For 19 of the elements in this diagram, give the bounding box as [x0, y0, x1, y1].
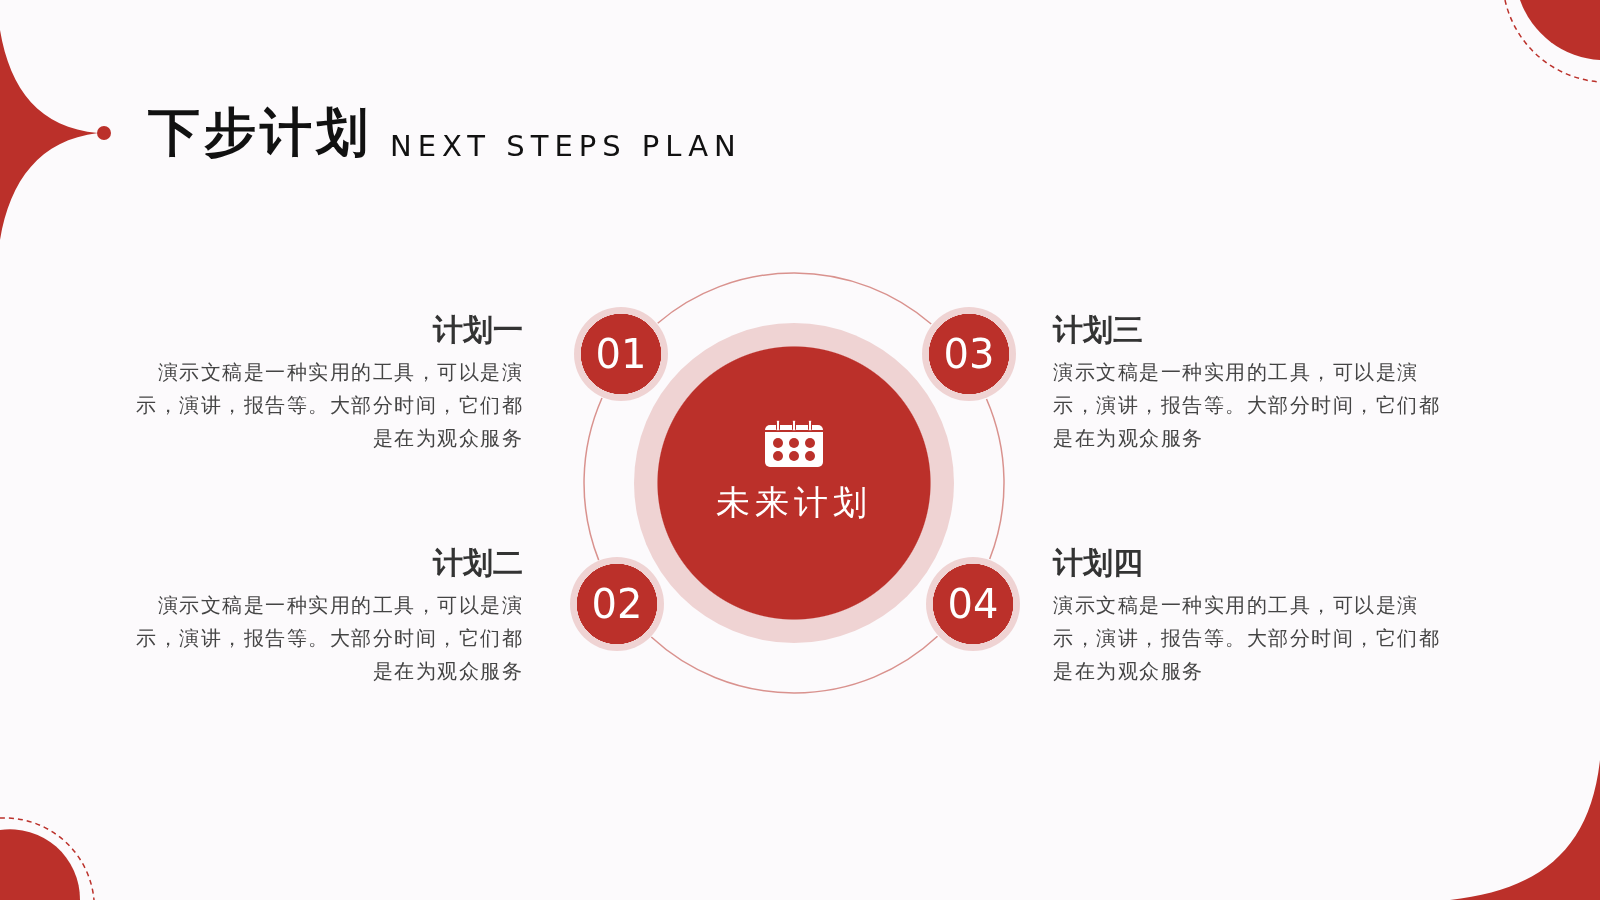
- step-number: 02: [591, 580, 643, 628]
- connector-arc: [650, 635, 939, 694]
- plan-description: 演示文稿是一种实用的工具，可以是演示，演讲，报告等。大部分时间，它们都是在为观众服务: [135, 592, 523, 685]
- plan-heading: 计划四: [1053, 544, 1143, 582]
- title: 下步计划: [148, 101, 372, 164]
- plan-heading: 计划二: [433, 544, 523, 582]
- plan-description: 演示文稿是一种实用的工具，可以是演示，演讲，报告等。大部分时间，它们都是在为观众服务: [1053, 359, 1441, 452]
- plan-heading: 计划一: [433, 311, 523, 349]
- plan-description: 演示文稿是一种实用的工具，可以是演示，演讲，报告等。大部分时间，它们都是在为观众服务: [1053, 592, 1441, 685]
- plan-heading: 计划三: [1053, 311, 1143, 349]
- plan-description: 演示文稿是一种实用的工具，可以是演示，演讲，报告等。大部分时间，它们都是在为观众服务: [135, 359, 523, 452]
- step-number: 03: [943, 330, 995, 378]
- step-number: 01: [595, 330, 647, 378]
- connector-arc: [985, 398, 1005, 560]
- connector-arc: [656, 272, 932, 325]
- connector-arc: [583, 397, 603, 561]
- node-label: 未来计划: [716, 481, 872, 524]
- subtitle: NEXT STEPS PLAN: [390, 128, 742, 164]
- step-number: 04: [947, 580, 999, 628]
